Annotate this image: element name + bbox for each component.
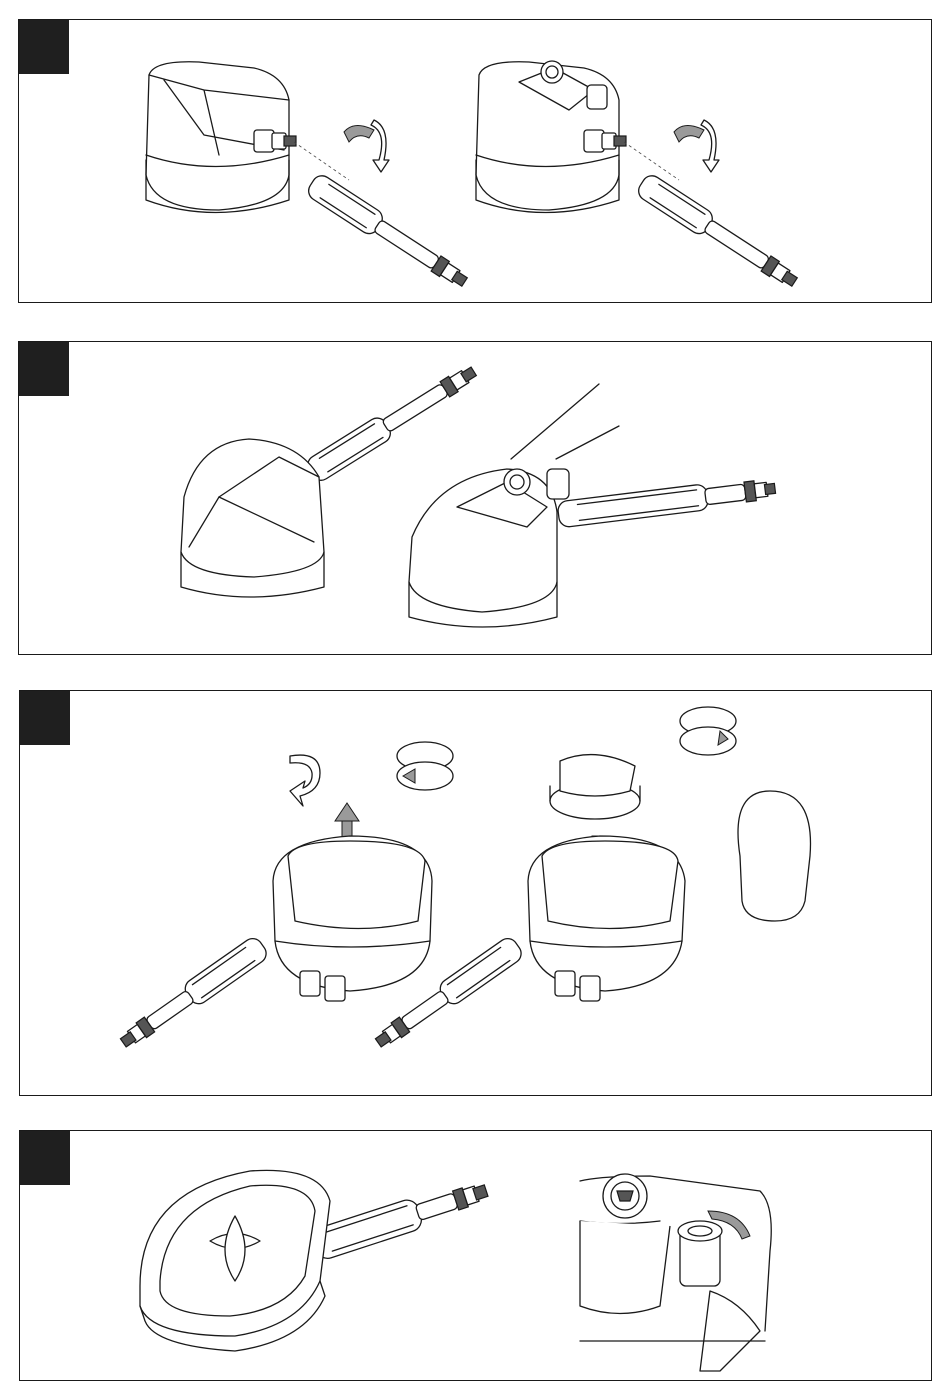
step-panel-1 xyxy=(18,19,932,303)
step-panel-2 xyxy=(18,341,932,655)
rotating-brush-detergent xyxy=(349,20,950,304)
detergent-valve-detail xyxy=(20,1131,933,1382)
step-panel-3 xyxy=(19,690,932,1096)
rotating-brush-detergent-assembled xyxy=(19,342,933,656)
round-brush-attachment xyxy=(20,691,933,1097)
step-panel-4 xyxy=(19,1130,932,1381)
